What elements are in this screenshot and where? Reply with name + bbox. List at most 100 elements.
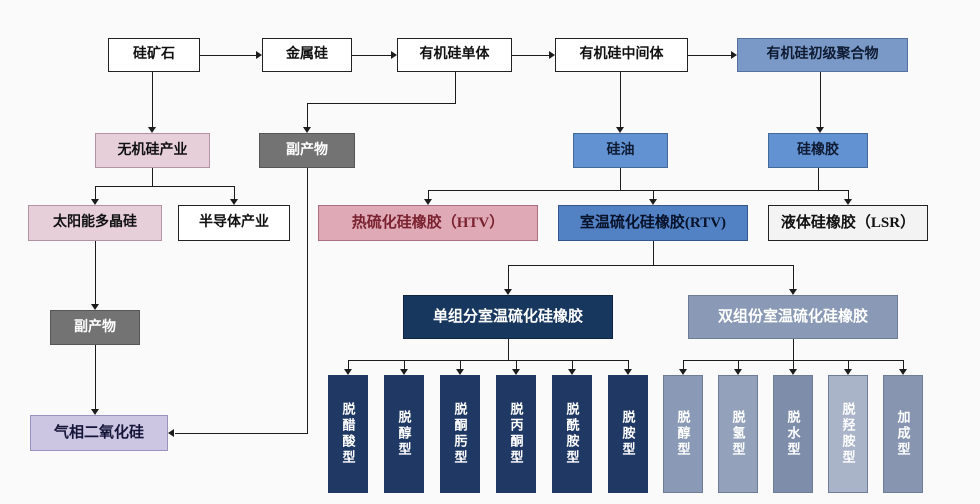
arrowhead-down-icon: [91, 304, 99, 310]
node-htv-rubber: 热硫化硅橡胶（HTV）: [318, 205, 538, 241]
arrowhead-down-icon: [230, 199, 238, 205]
node-dehydroxylamine-type: 脱羟胺型: [828, 375, 868, 493]
arrowhead-down-icon: [91, 199, 99, 205]
arrowhead-down-icon: [679, 369, 687, 375]
connector-line: [152, 168, 153, 187]
connector-line: [508, 339, 509, 361]
node-silicon-ore: 硅矿石: [108, 38, 200, 72]
connector-line: [620, 168, 621, 191]
connector-line: [820, 72, 821, 128]
arrowhead-down-icon: [789, 289, 797, 295]
connector-line: [508, 265, 794, 266]
arrowhead-down-icon: [303, 127, 311, 133]
arrowhead-down-icon: [512, 369, 520, 375]
connector-line: [152, 72, 153, 128]
node-dehydration-type: 脱水型: [773, 375, 813, 493]
connector-line: [653, 241, 654, 266]
connector-line: [818, 168, 819, 191]
connector-line: [793, 265, 794, 290]
connector-line: [683, 360, 904, 361]
connector-line: [508, 265, 509, 290]
connector-line: [404, 360, 405, 370]
arrowhead-down-icon: [91, 409, 99, 415]
connector-line: [428, 190, 429, 200]
node-organosilicon-monomer: 有机硅单体: [397, 38, 512, 72]
arrowhead-down-icon: [400, 369, 408, 375]
connector-line: [95, 186, 96, 200]
connector-line: [848, 190, 849, 200]
arrowhead-down-icon: [844, 369, 852, 375]
arrowhead-right-icon: [731, 51, 737, 59]
node-metal-silicon: 金属硅: [262, 38, 352, 72]
connector-line: [793, 339, 794, 361]
node-dealcohol-type-2c: 脱醇型: [663, 375, 703, 493]
arrowhead-down-icon: [456, 369, 464, 375]
arrowhead-right-icon: [391, 51, 397, 59]
arrowhead-down-icon: [844, 199, 852, 205]
connector-line: [683, 360, 684, 370]
node-organosilicon-intermediate: 有机硅中间体: [555, 38, 688, 72]
connector-line: [512, 55, 549, 56]
connector-line: [628, 360, 629, 370]
connector-line: [307, 103, 308, 128]
connector-line: [348, 360, 629, 361]
node-deacetone-type: 脱丙酮型: [496, 375, 536, 493]
node-silicone-rubber: 硅橡胶: [768, 133, 868, 168]
connector-line: [348, 360, 349, 370]
node-inorganic-silicon-industry: 无机硅产业: [95, 133, 210, 168]
node-deamine-type: 脱胺型: [608, 375, 648, 493]
node-silicone-oil: 硅油: [573, 133, 668, 168]
node-two-component-rtv: 双组份室温硫化硅橡胶: [688, 295, 898, 339]
arrowhead-down-icon: [568, 369, 576, 375]
node-semiconductor-industry: 半导体产业: [178, 205, 290, 241]
arrowhead-down-icon: [649, 199, 657, 205]
node-byproduct-left: 副产物: [50, 310, 140, 345]
arrowhead-down-icon: [616, 127, 624, 133]
connector-line: [95, 345, 96, 410]
arrowhead-right-icon: [256, 51, 262, 59]
connector-line: [572, 360, 573, 370]
node-rtv-rubber: 室温硫化硅橡胶(RTV): [558, 205, 748, 241]
node-deketoxime-type: 脱酮肟型: [440, 375, 480, 493]
connector-line: [516, 360, 517, 370]
node-deamide-type: 脱酰胺型: [552, 375, 592, 493]
node-dealcohol-type: 脱醇型: [384, 375, 424, 493]
connector-line: [688, 55, 731, 56]
connector-line: [455, 72, 456, 104]
connector-line: [460, 360, 461, 370]
arrowhead-down-icon: [424, 199, 432, 205]
connector-line: [307, 103, 456, 104]
node-one-component-rtv: 单组分室温硫化硅橡胶: [403, 295, 613, 339]
connector-line: [95, 241, 96, 305]
connector-line: [428, 190, 849, 191]
connector-line: [793, 360, 794, 370]
node-deacetoxy-type: 脱醋酸型: [328, 375, 368, 493]
arrowhead-down-icon: [504, 289, 512, 295]
arrowhead-down-icon: [624, 369, 632, 375]
node-dehydrogenation-type: 脱氢型: [718, 375, 758, 493]
connector-line: [848, 360, 849, 370]
arrowhead-down-icon: [344, 369, 352, 375]
node-lsr-rubber: 液体硅橡胶（LSR）: [768, 205, 928, 241]
arrowhead-down-icon: [734, 369, 742, 375]
connector-line: [95, 186, 235, 187]
arrowhead-down-icon: [816, 127, 824, 133]
connector-line: [903, 360, 904, 370]
node-addition-type: 加成型: [883, 375, 923, 493]
arrowhead-down-icon: [899, 369, 907, 375]
node-fumed-silica: 气相二氧化硅: [30, 415, 168, 451]
connector-line: [738, 360, 739, 370]
arrowhead-left-icon: [168, 429, 174, 437]
node-solar-polysilicon: 太阳能多晶硅: [28, 205, 162, 241]
connector-line: [200, 55, 256, 56]
connector-line: [653, 190, 654, 200]
arrowhead-down-icon: [148, 127, 156, 133]
connector-line: [175, 433, 308, 434]
node-byproduct-top: 副产物: [259, 133, 355, 168]
connector-line: [307, 168, 308, 434]
connector-line: [620, 72, 621, 128]
connector-line: [234, 186, 235, 200]
connector-line: [352, 55, 391, 56]
arrowhead-down-icon: [789, 369, 797, 375]
